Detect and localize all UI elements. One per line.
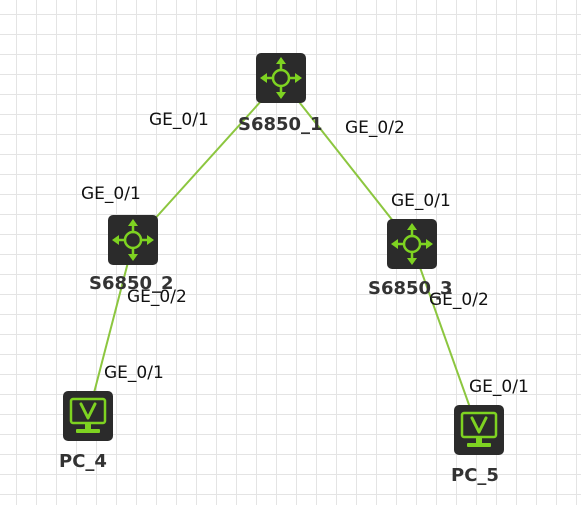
device-pc-4[interactable]: PC_4 [59, 391, 113, 472]
port-label-s6850-2-ge-0-1: GE_0/1 [81, 184, 141, 204]
port-label-s6850-1-ge-0-1: GE_0/1 [149, 110, 209, 130]
device-label-s6850-1: S6850_1 [238, 114, 323, 135]
device-pc-5[interactable]: PC_5 [451, 405, 504, 486]
links-layer [87, 78, 479, 431]
port-label-s6850-3-ge-0-1: GE_0/1 [391, 191, 451, 211]
pc-monitor-icon [454, 405, 504, 455]
switch-router-icon [256, 53, 306, 103]
device-label-pc-4: PC_4 [59, 451, 107, 472]
device-label-s6850-3: S6850_3 [368, 278, 453, 299]
port-labels: GE_0/1 GE_0/2 GE_0/1 GE_0/1 GE_0/2 GE_0/… [81, 110, 529, 397]
pc-monitor-icon [63, 391, 113, 441]
device-label-pc-5: PC_5 [451, 465, 499, 486]
port-label-pc-5-ge-0-1: GE_0/1 [469, 377, 529, 397]
port-label-pc-4-ge-0-1: GE_0/1 [104, 363, 164, 383]
port-label-s6850-3-ge-0-2: GE_0/2 [429, 290, 489, 310]
switch-router-icon [387, 219, 437, 269]
link-s6850-1-s6850-2[interactable] [132, 78, 282, 244]
link-s6850-3-pc-5[interactable] [411, 244, 479, 431]
switch-router-icon [108, 215, 158, 265]
port-label-s6850-1-ge-0-2: GE_0/2 [345, 118, 405, 138]
device-label-s6850-2: S6850_2 [89, 273, 174, 294]
link-s6850-1-s6850-3[interactable] [280, 78, 413, 246]
device-s6850-2[interactable]: S6850_2 [89, 215, 174, 294]
device-s6850-1[interactable]: S6850_1 [238, 53, 323, 135]
port-label-s6850-2-ge-0-2: GE_0/2 [127, 287, 187, 307]
link-s6850-2-pc-4[interactable] [87, 242, 134, 417]
device-s6850-3[interactable]: S6850_3 [368, 219, 453, 299]
